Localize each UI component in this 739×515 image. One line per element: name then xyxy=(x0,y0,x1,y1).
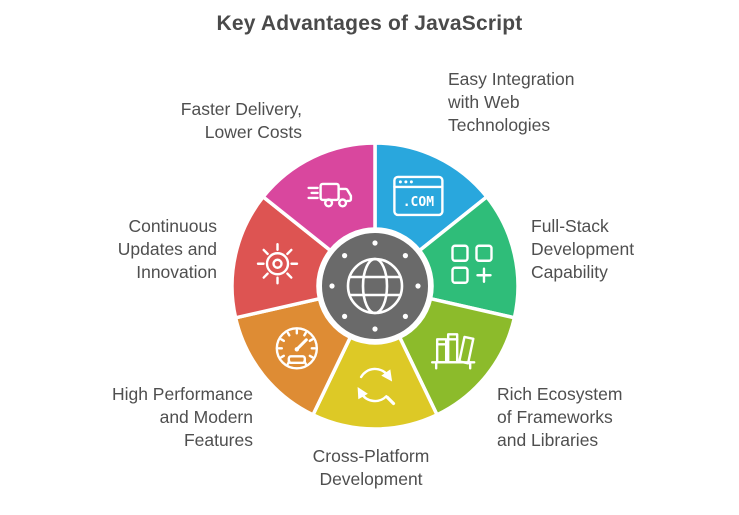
label-faster-delivery: Faster Delivery, Lower Costs xyxy=(180,99,302,142)
center-circle xyxy=(318,229,432,343)
delivery-truck-icon xyxy=(307,182,353,208)
label-high-performance: High Performance and Modern Features xyxy=(111,384,253,450)
gear-icon xyxy=(256,243,299,285)
browser-com-icon: .COM xyxy=(393,175,444,217)
page-title: Key Advantages of JavaScript xyxy=(216,12,523,35)
globe-icon xyxy=(329,240,421,332)
speedometer-icon xyxy=(275,327,319,370)
label-continuous-updates: Continuous Updates and Innovation xyxy=(117,216,217,282)
label-easy-integration: Easy Integration with Web Technologies xyxy=(448,69,575,135)
svg-text:.COM: .COM xyxy=(403,195,434,210)
modules-plus-icon xyxy=(451,244,493,284)
sync-arrows-icon xyxy=(357,367,396,406)
label-rich-ecosystem: Rich Ecosystem of Frameworks and Librari… xyxy=(497,384,623,450)
label-full-stack: Full-Stack Development Capability xyxy=(531,216,635,282)
library-books-icon xyxy=(430,333,476,370)
label-cross-platform: Cross-Platform Development xyxy=(312,446,430,489)
